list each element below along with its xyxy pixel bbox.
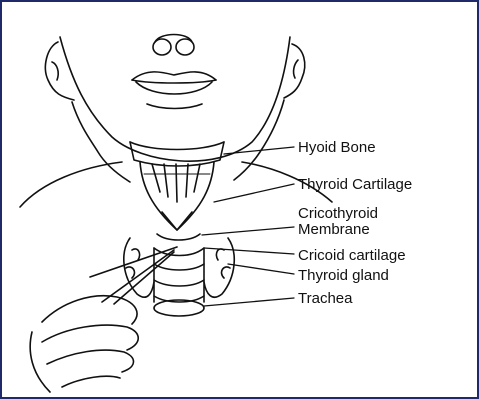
label-cricothyroid-line1: Cricothyroid (298, 205, 378, 222)
larynx (130, 142, 224, 230)
label-trachea: Trachea (298, 290, 353, 307)
nose (153, 35, 194, 56)
needle-and-hand (30, 247, 177, 392)
label-cricoid-cartilage: Cricoid cartilage (298, 247, 406, 264)
mouth (132, 72, 216, 109)
label-thyroid-gland: Thyroid gland (298, 267, 389, 284)
leader-lines (202, 147, 294, 306)
labels: Hyoid Bone Thyroid Cartilage Cricothyroi… (298, 139, 412, 307)
trachea-rings (154, 234, 204, 316)
thyroid-gland (124, 238, 234, 297)
label-hyoid-bone: Hyoid Bone (298, 139, 376, 156)
label-cricothyroid-line2: Membrane (298, 221, 370, 238)
label-thyroid-cartilage: Thyroid Cartilage (298, 176, 412, 193)
